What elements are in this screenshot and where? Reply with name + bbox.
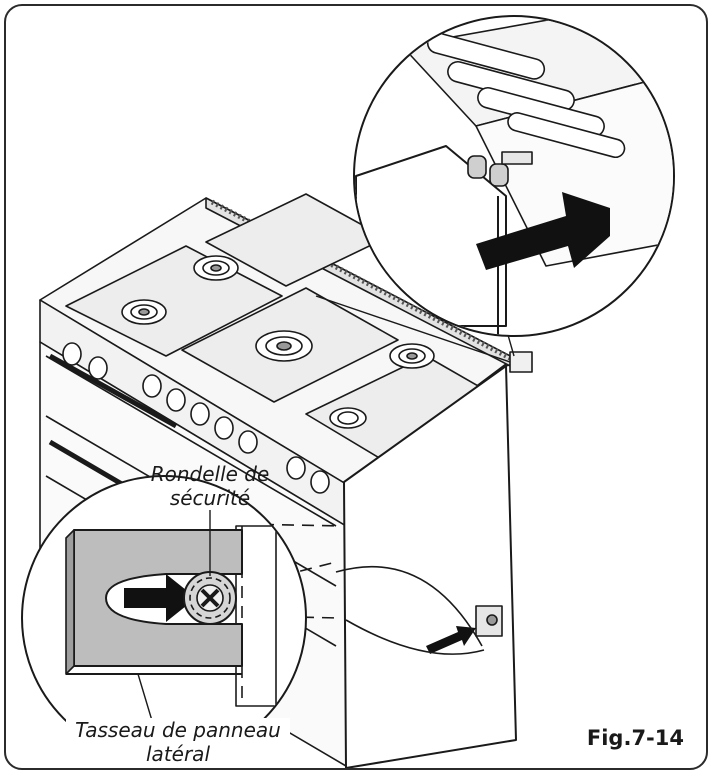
burner-icon: [193, 255, 239, 281]
diagram-illustration: [21, 15, 675, 768]
side-panel: [343, 351, 533, 768]
bracket-label-line2: latéral: [146, 742, 210, 766]
side-panel-bracket: [73, 529, 243, 667]
push-arrow-small-icon: [426, 626, 476, 654]
safety-washer-label-line2: sécurité: [169, 486, 251, 510]
range-cooker: [39, 193, 515, 767]
push-arrow-large-icon: [476, 192, 610, 270]
safety-washer-label: Rondelle de sécurité: [122, 462, 298, 510]
panel-clip-icon: [475, 605, 503, 637]
figure-frame: Rondelle de sécurité Tasseau de panneau …: [4, 4, 708, 770]
figure-number: Fig.7-14: [586, 726, 684, 750]
safety-washer-label-line1: Rondelle de: [150, 462, 270, 486]
side-panel-bracket-label: Tasseau de panneau latéral: [66, 718, 290, 766]
lower-detail-callout: [21, 475, 485, 761]
safety-washer-icon: [183, 571, 237, 625]
bracket-label-line1: Tasseau de panneau: [75, 718, 281, 742]
